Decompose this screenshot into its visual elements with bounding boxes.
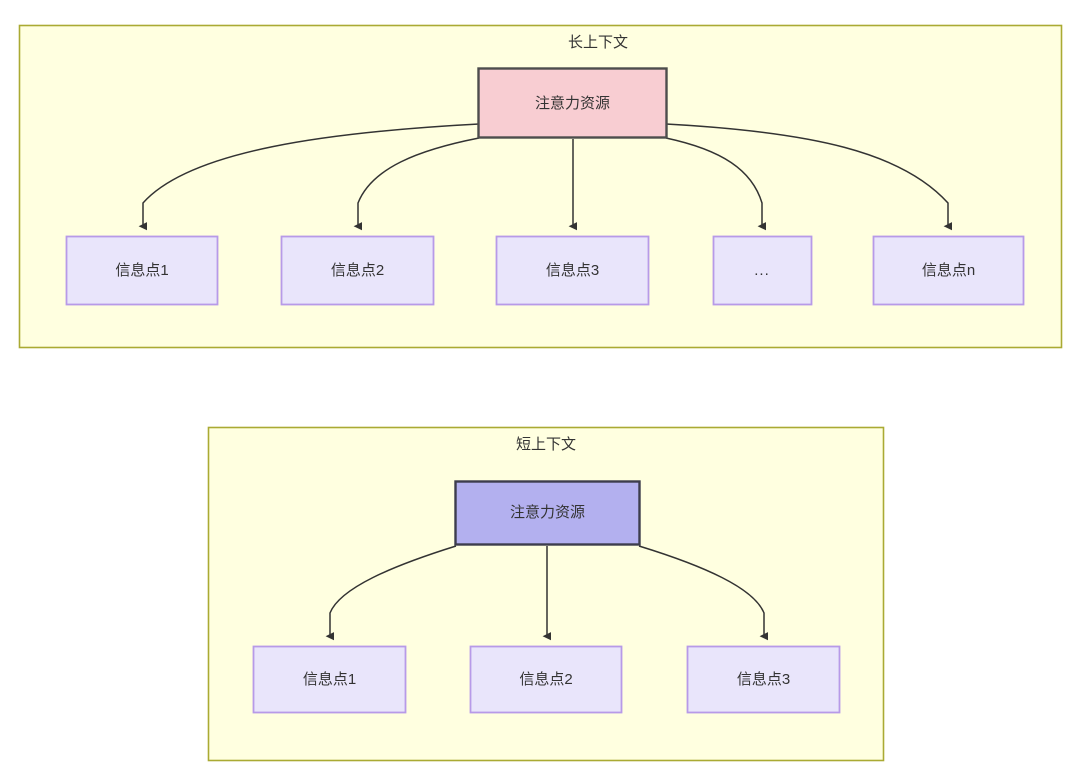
node-info-point-2-short[interactable]: 信息点2 — [469, 645, 623, 714]
node-info-point-3-short-box[interactable] — [686, 645, 841, 714]
node-info-point-3-long-label: 信息点3 — [546, 262, 599, 279]
edge-root-to-info2 — [353, 137, 480, 231]
edge-root-to-info3-short — [638, 545, 769, 641]
group-short-context-title: 短上下文 — [516, 436, 576, 453]
node-info-point-ellipsis-long[interactable]: ... — [712, 235, 813, 306]
node-info-point-n-long-label: 信息点n — [922, 262, 975, 279]
node-info-point-3-long-box[interactable] — [495, 235, 650, 306]
edges-long-context — [138, 123, 953, 231]
group-long-context: 长上下文 注意力资源 信息点1 信息点2 — [18, 24, 1063, 349]
node-info-point-3-short[interactable]: 信息点3 — [686, 645, 841, 714]
node-attention-resource-short-box[interactable] — [454, 480, 641, 546]
node-info-point-ellipsis-long-box[interactable] — [712, 235, 813, 306]
edge-root-to-infon — [665, 123, 953, 231]
node-info-point-2-long[interactable]: 信息点2 — [280, 235, 435, 306]
node-info-point-1-short[interactable]: 信息点1 — [252, 645, 407, 714]
node-attention-resource-long[interactable]: 注意力资源 — [477, 67, 668, 139]
node-attention-resource-long-box[interactable] — [477, 67, 668, 139]
node-attention-resource-short-label: 注意力资源 — [510, 503, 585, 521]
node-info-point-ellipsis-long-label: ... — [754, 262, 770, 279]
node-info-point-3-short-label: 信息点3 — [737, 671, 790, 688]
edge-root-to-info1 — [138, 123, 480, 231]
node-info-point-n-long-box[interactable] — [872, 235, 1025, 306]
edges-short-context — [325, 545, 769, 641]
node-info-point-2-long-box[interactable] — [280, 235, 435, 306]
node-info-point-3-long[interactable]: 信息点3 — [495, 235, 650, 306]
node-info-point-1-short-box[interactable] — [252, 645, 407, 714]
node-info-point-1-short-label: 信息点1 — [303, 671, 356, 688]
node-info-point-1-long[interactable]: 信息点1 — [65, 235, 219, 306]
node-info-point-2-short-box[interactable] — [469, 645, 623, 714]
node-info-point-1-long-box[interactable] — [65, 235, 219, 306]
node-attention-resource-short[interactable]: 注意力资源 — [454, 480, 641, 546]
edge-root-to-ellipsis — [665, 137, 767, 231]
node-info-point-n-long[interactable]: 信息点n — [872, 235, 1025, 306]
node-attention-resource-long-label: 注意力资源 — [535, 94, 610, 112]
edge-root-to-info1-short — [325, 545, 457, 641]
group-short-context: 短上下文 注意力资源 信息点1 信息点2 — [207, 426, 885, 762]
node-info-point-2-long-label: 信息点2 — [331, 262, 384, 279]
node-info-point-1-long-label: 信息点1 — [115, 262, 168, 279]
node-info-point-2-short-label: 信息点2 — [519, 671, 572, 688]
group-long-context-title: 长上下文 — [568, 34, 628, 51]
